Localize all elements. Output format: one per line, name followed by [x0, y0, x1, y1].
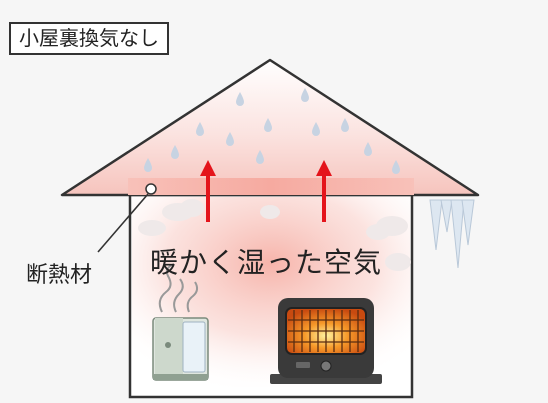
insulation-leader-line	[97, 193, 149, 253]
humidifier-icon	[152, 263, 209, 381]
insulation-label: 断熱材	[26, 263, 93, 288]
insulation-band	[128, 178, 414, 195]
cloud-icon	[138, 199, 411, 271]
droplet-icon	[144, 88, 400, 174]
icicle-icon	[429, 199, 475, 269]
heater-icon	[270, 298, 382, 384]
warm-air-label: 暖かく湿った空気	[150, 246, 383, 279]
page-title: 小屋裏換気なし	[9, 22, 169, 55]
insulation-marker	[145, 183, 157, 195]
up-arrow-icon	[200, 160, 332, 222]
